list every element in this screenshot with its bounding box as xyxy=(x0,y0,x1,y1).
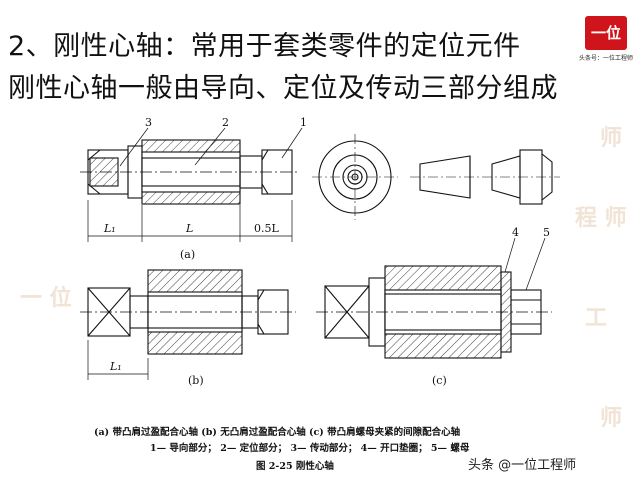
callout-5: 5 xyxy=(543,226,550,239)
logo-badge: 一位 xyxy=(585,16,627,50)
callout-2: 2 xyxy=(222,116,229,129)
figure-caption-line2: 1— 导向部分； 2— 定位部分； 3— 传动部分； 4— 开口垫圈； 5— 螺… xyxy=(150,443,470,454)
mandrel-technical-drawing: 3 2 1 L₁ L 0.5L (a) 4 5 L₁ (b) (c) xyxy=(80,116,560,387)
mandrel-c-drawing xyxy=(316,237,552,359)
slide-title-line2: 刚性心轴一般由导向、定位及传动三部分组成 xyxy=(8,73,558,104)
dim-l-a: L xyxy=(185,222,193,235)
dim-l1-b: L₁ xyxy=(109,360,122,373)
brand-logo: 一位 头条号：一位工程师 xyxy=(576,16,636,70)
figure-caption-line1: (a) 带凸肩过盈配合心轴 (b) 无凸肩过盈配合心轴 (c) 带凸肩螺母夹紧的… xyxy=(94,427,461,438)
callout-1: 1 xyxy=(300,116,307,129)
callout-4: 4 xyxy=(512,226,519,239)
mandrel-b-drawing xyxy=(80,269,296,380)
dim-l1-a: L₁ xyxy=(103,222,116,235)
dim-half-l-a: 0.5L xyxy=(254,222,279,235)
callout-3: 3 xyxy=(145,116,152,129)
source-credit: 头条 @一位工程师 xyxy=(468,458,577,473)
logo-subtitle: 头条号：一位工程师 xyxy=(578,55,633,62)
sublabel-a: (a) xyxy=(180,248,195,261)
figure-caption-line3: 图 2-25 刚性心轴 xyxy=(256,461,334,472)
sublabel-b: (b) xyxy=(188,374,204,387)
taper-pin-drawings xyxy=(410,149,560,205)
end-view-drawing xyxy=(312,134,398,220)
mandrel-a-drawing xyxy=(80,127,303,242)
sublabel-c: (c) xyxy=(432,374,447,387)
slide-title-line1: 2、刚性心轴：常用于套类零件的定位元件 xyxy=(8,31,521,62)
